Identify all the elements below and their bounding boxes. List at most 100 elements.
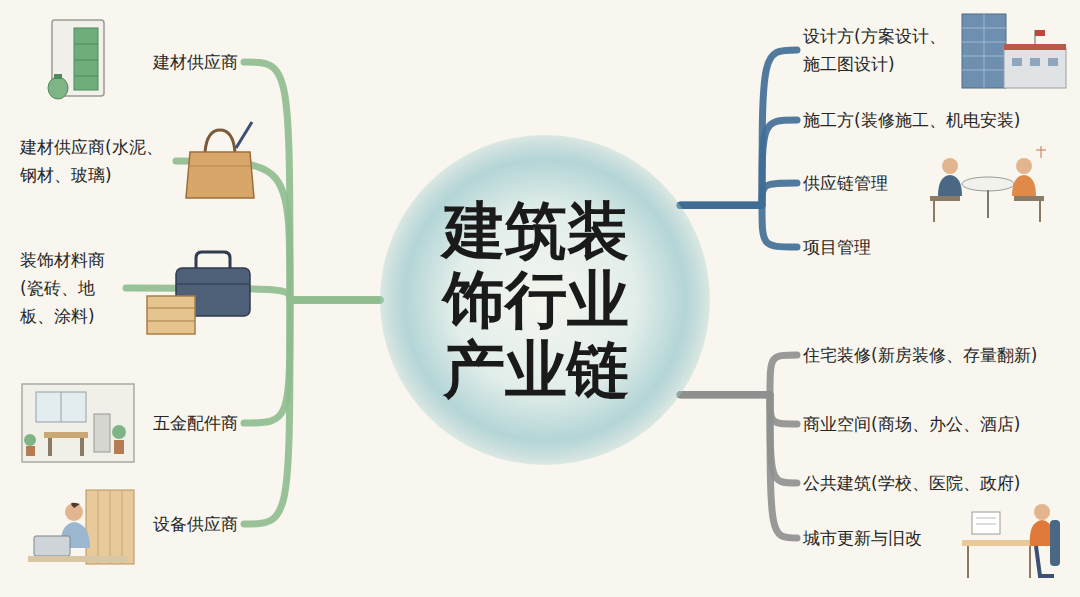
label-text: 商业空间(商场、办公、酒店) (803, 410, 1020, 438)
label-text: 施工方(装修施工、机电安装) (803, 106, 1020, 134)
handbag-icon (205, 130, 235, 152)
desk-worker-icon (1034, 504, 1050, 520)
branch-line (244, 300, 380, 423)
handbag-icon (186, 152, 254, 198)
desk-worker-icon (962, 540, 1038, 546)
label-text: 公共建筑(学校、医院、政府) (803, 469, 1020, 497)
watercolor-circle (380, 135, 710, 465)
label-text: 建材供应商 (153, 48, 238, 76)
office-building-icon (1048, 58, 1058, 66)
branch-line (244, 62, 380, 300)
cabinet-icon (74, 44, 98, 45)
office-building-icon (1035, 30, 1045, 36)
meeting-icon (1041, 146, 1042, 158)
room-scene-icon (36, 392, 86, 422)
meeting-icon (1039, 201, 1041, 222)
desk-worker-icon (976, 524, 996, 525)
laptop-worker-icon (98, 490, 99, 564)
toolbox-icon (147, 252, 250, 334)
meeting-icon (933, 201, 935, 222)
laptop-worker-icon (110, 490, 111, 564)
branch-line (680, 120, 797, 205)
center-circle: 建筑装饰行业产业链 (380, 135, 710, 465)
branch-label: 城市更新与旧改 (803, 524, 922, 552)
toolbox-icon (147, 308, 195, 309)
laptop-worker-icon (71, 503, 80, 508)
room-scene-icon (44, 432, 88, 438)
branch-label: 商业空间(商场、办公、酒店) (803, 410, 1020, 438)
room-scene-icon (48, 438, 52, 456)
label-text: 项目管理 (803, 233, 871, 261)
toolbox-icon (147, 321, 195, 322)
desk-worker-icon (1036, 546, 1054, 576)
branch-label: 项目管理 (803, 233, 871, 261)
handbag-icon (236, 122, 252, 148)
label-text: 设备供应商 (153, 510, 238, 538)
desk-worker-icon (976, 518, 996, 519)
branch-label: 五金配件商 (153, 409, 238, 437)
meeting-icon (1016, 158, 1032, 174)
label-text: 设计方(方案设计、施工图设计) (803, 22, 953, 78)
branch-label: 供应链管理 (803, 169, 888, 197)
office-building-icon (962, 14, 1066, 88)
office-building-icon (1012, 58, 1022, 66)
desk-worker-icon (962, 504, 1060, 578)
branch-label: 装饰材料商(瓷砖、地板、涂料) (20, 246, 120, 330)
branch-label: 建材供应商(水泥、钢材、玻璃) (20, 133, 170, 189)
toolbox-icon (176, 284, 250, 285)
office-building-icon (1004, 44, 1066, 50)
laptop-worker-icon (28, 556, 128, 562)
meeting-icon (942, 158, 958, 174)
cabinet-icon (74, 28, 98, 90)
branch-label: 设计方(方案设计、施工图设计) (803, 22, 953, 78)
label-text: 住宅装修(新房装修、存量翻新) (803, 341, 1037, 369)
room-scene-icon (114, 440, 124, 454)
laptop-worker-icon (28, 490, 134, 564)
branch-line (680, 395, 797, 538)
label-text: 建材供应商(水泥、钢材、玻璃) (20, 133, 170, 189)
desk-worker-icon (1050, 520, 1060, 566)
handbag-icon (186, 122, 254, 198)
laptop-worker-icon (86, 490, 134, 564)
meeting-icon (938, 175, 962, 196)
laptop-worker-icon (65, 503, 83, 521)
branch-line (680, 395, 797, 483)
branch-label: 公共建筑(学校、医院、政府) (803, 469, 1020, 497)
office-building-icon (984, 14, 985, 88)
laptop-worker-icon (34, 536, 70, 556)
label-text: 五金配件商 (153, 409, 238, 437)
center-title: 建筑装饰行业产业链 (443, 196, 648, 404)
branch-line (680, 395, 797, 424)
branch-label: 建材供应商 (153, 48, 238, 76)
branch-label: 施工方(装修施工、机电安装) (803, 106, 1020, 134)
cabinet-icon (74, 60, 98, 61)
label-text: 装饰材料商(瓷砖、地板、涂料) (20, 246, 120, 330)
office-building-icon (1004, 48, 1066, 88)
cabinet-icon (54, 74, 62, 79)
meeting-icon (1014, 196, 1044, 201)
room-scene-icon (22, 384, 134, 462)
desk-worker-icon (967, 546, 969, 578)
laptop-worker-icon (122, 490, 123, 564)
branch-label: 住宅装修(新房装修、存量翻新) (803, 341, 1037, 369)
branch-line (244, 300, 380, 524)
branch-label: 设备供应商 (153, 510, 238, 538)
cabinet-icon (48, 77, 68, 99)
room-scene-icon (24, 434, 36, 446)
cabinet-icon (48, 20, 104, 99)
meeting-icon (987, 190, 989, 218)
room-scene-icon (80, 438, 84, 456)
label-text: 城市更新与旧改 (803, 524, 922, 552)
desk-worker-icon (972, 512, 1000, 534)
room-scene-icon (26, 446, 35, 456)
room-scene-icon (112, 425, 126, 439)
cabinet-icon (74, 76, 98, 77)
office-building-icon (1030, 58, 1040, 66)
handbag-icon (190, 166, 250, 167)
office-building-icon (962, 14, 1006, 88)
branch-line (680, 50, 797, 205)
meeting-icon (1012, 175, 1036, 196)
room-scene-icon (22, 384, 134, 462)
label-text: 供应链管理 (803, 169, 888, 197)
toolbox-icon (147, 296, 195, 334)
